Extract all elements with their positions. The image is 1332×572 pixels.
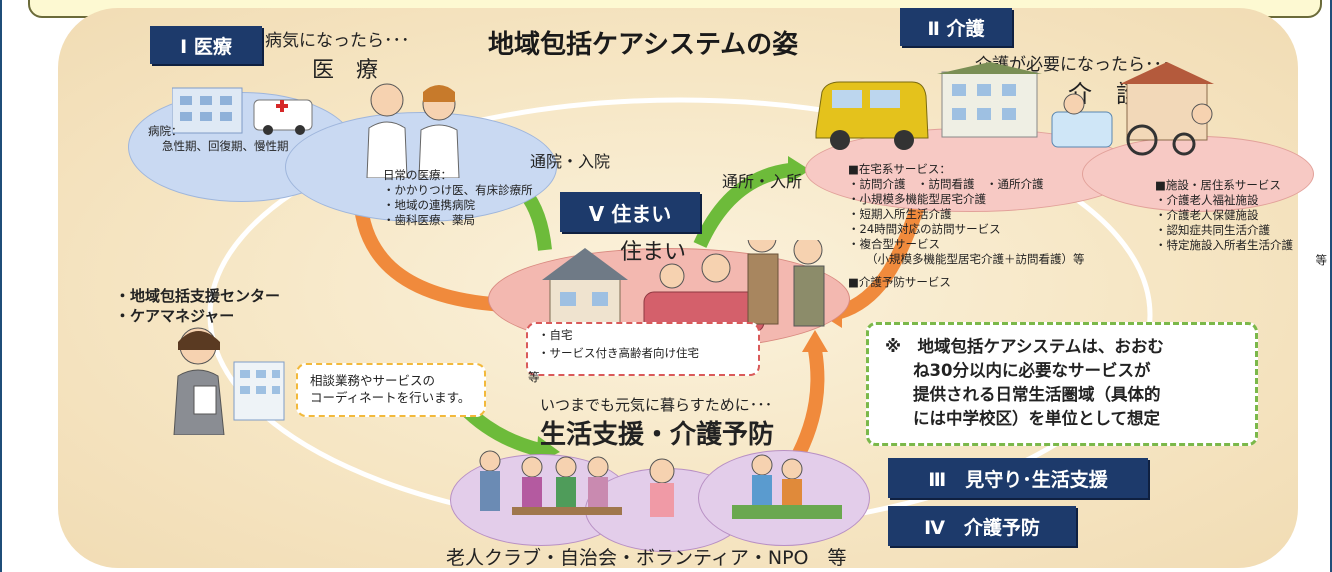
arrow-medical-to-housing bbox=[353, 189, 506, 312]
prevention-heading: 生活支援・介護予防 bbox=[540, 420, 775, 450]
housing-heading: 住まい bbox=[620, 240, 687, 265]
daycare-label: 通所・入所 bbox=[722, 172, 803, 191]
care-manager-illustration bbox=[173, 327, 285, 435]
facility-services-list: ■施設・居住系サービス ・介護老人福祉施設 ・介護老人保健施設 ・認知症共同生活… bbox=[1155, 178, 1327, 267]
support-center-list: ・地域包括支援センター ・ケアマネジャー bbox=[115, 287, 281, 325]
arrow-prevention-to-housing-head bbox=[802, 330, 828, 352]
hospital-label: 病院： 急性期、回復期、慢性期 bbox=[148, 124, 289, 153]
medical-lead: 病気になったら･･･ bbox=[265, 31, 410, 51]
care-illustration bbox=[815, 62, 1214, 156]
consultation-text: 相談業務やサービスの コーディネートを行います。 bbox=[310, 373, 471, 405]
community-illustration bbox=[479, 450, 842, 519]
medical-badge: Ⅰ 医療 bbox=[150, 26, 262, 64]
housing-badge: Ⅴ 住まい bbox=[560, 192, 700, 232]
prevention-badge: Ⅳ 介護予防 bbox=[888, 506, 1076, 546]
arrow-housing-to-care-head bbox=[788, 156, 810, 184]
outpatient-label: 通院・入院 bbox=[530, 152, 611, 171]
prevention-lead: いつまでも元気に暮らすために･･･ bbox=[540, 396, 773, 414]
area-note-box: ※ 地域包括ケアシステムは、おおむ ね30分以内に必要なサービスが 提供される日… bbox=[866, 322, 1258, 446]
daily-medical-list: 日常の医療： ・かかりつけ医、有床診療所 ・地域の連携病院 ・歯科医療、薬局 bbox=[383, 168, 533, 227]
home-services-list: ■在宅系サービス： ・訪問介護 ・訪問看護 ・通所介護 ・小規模多機能型居宅介護… bbox=[848, 162, 1085, 289]
medical-heading: 医 療 bbox=[312, 58, 379, 83]
housing-type-home: ・自宅 bbox=[538, 328, 573, 342]
arrow-housing-to-care bbox=[693, 163, 792, 248]
diagram-title: 地域包括ケアシステムの姿 bbox=[488, 30, 799, 60]
care-badge: Ⅱ 介護 bbox=[900, 8, 1012, 46]
hospital-illustration bbox=[172, 87, 313, 135]
community-groups: 老人クラブ・自治会・ボランティア・NPO 等 bbox=[446, 547, 847, 569]
housing-etc: 等 bbox=[528, 370, 540, 384]
support-badge: Ⅲ 見守り･生活支援 bbox=[888, 458, 1148, 498]
consultation-callout: 相談業務やサービスの コーディネートを行います。 bbox=[296, 363, 486, 417]
arrow-care-to-housing bbox=[837, 197, 927, 319]
housing-types-box: ・自宅 ・サービス付き高齢者向け住宅 bbox=[526, 322, 760, 376]
doctors-illustration bbox=[366, 83, 460, 178]
housing-type-serviced: ・サービス付き高齢者向け住宅 bbox=[538, 346, 699, 360]
area-note-text: ※ 地域包括ケアシステムは、おおむ ね30分以内に必要なサービスが 提供される日… bbox=[885, 337, 1164, 428]
